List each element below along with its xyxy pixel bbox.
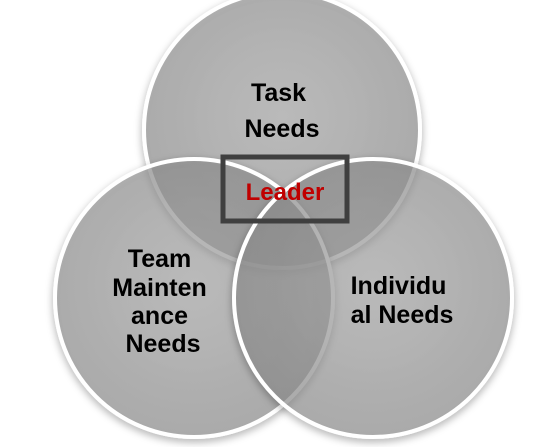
team-maintenance-needs-label: Team Mainten ance Needs — [112, 245, 213, 358]
team-needs-line: Mainten — [112, 274, 206, 302]
leader-center-box: Leader — [220, 154, 350, 224]
individual-needs-label: Individu al Needs — [351, 272, 454, 329]
task-needs-label: Task Needs — [244, 79, 319, 143]
individual-needs-line: al Needs — [351, 301, 454, 329]
team-needs-line: Team — [128, 245, 191, 273]
leader-label: Leader — [246, 179, 325, 206]
team-needs-line: ance — [131, 302, 188, 330]
team-needs-line: Needs — [125, 330, 200, 358]
individual-needs-circle: Individu al Needs — [232, 157, 514, 439]
task-needs-line: Task — [251, 79, 306, 107]
task-needs-line: Needs — [244, 115, 319, 143]
individual-needs-line: Individu — [351, 272, 447, 300]
